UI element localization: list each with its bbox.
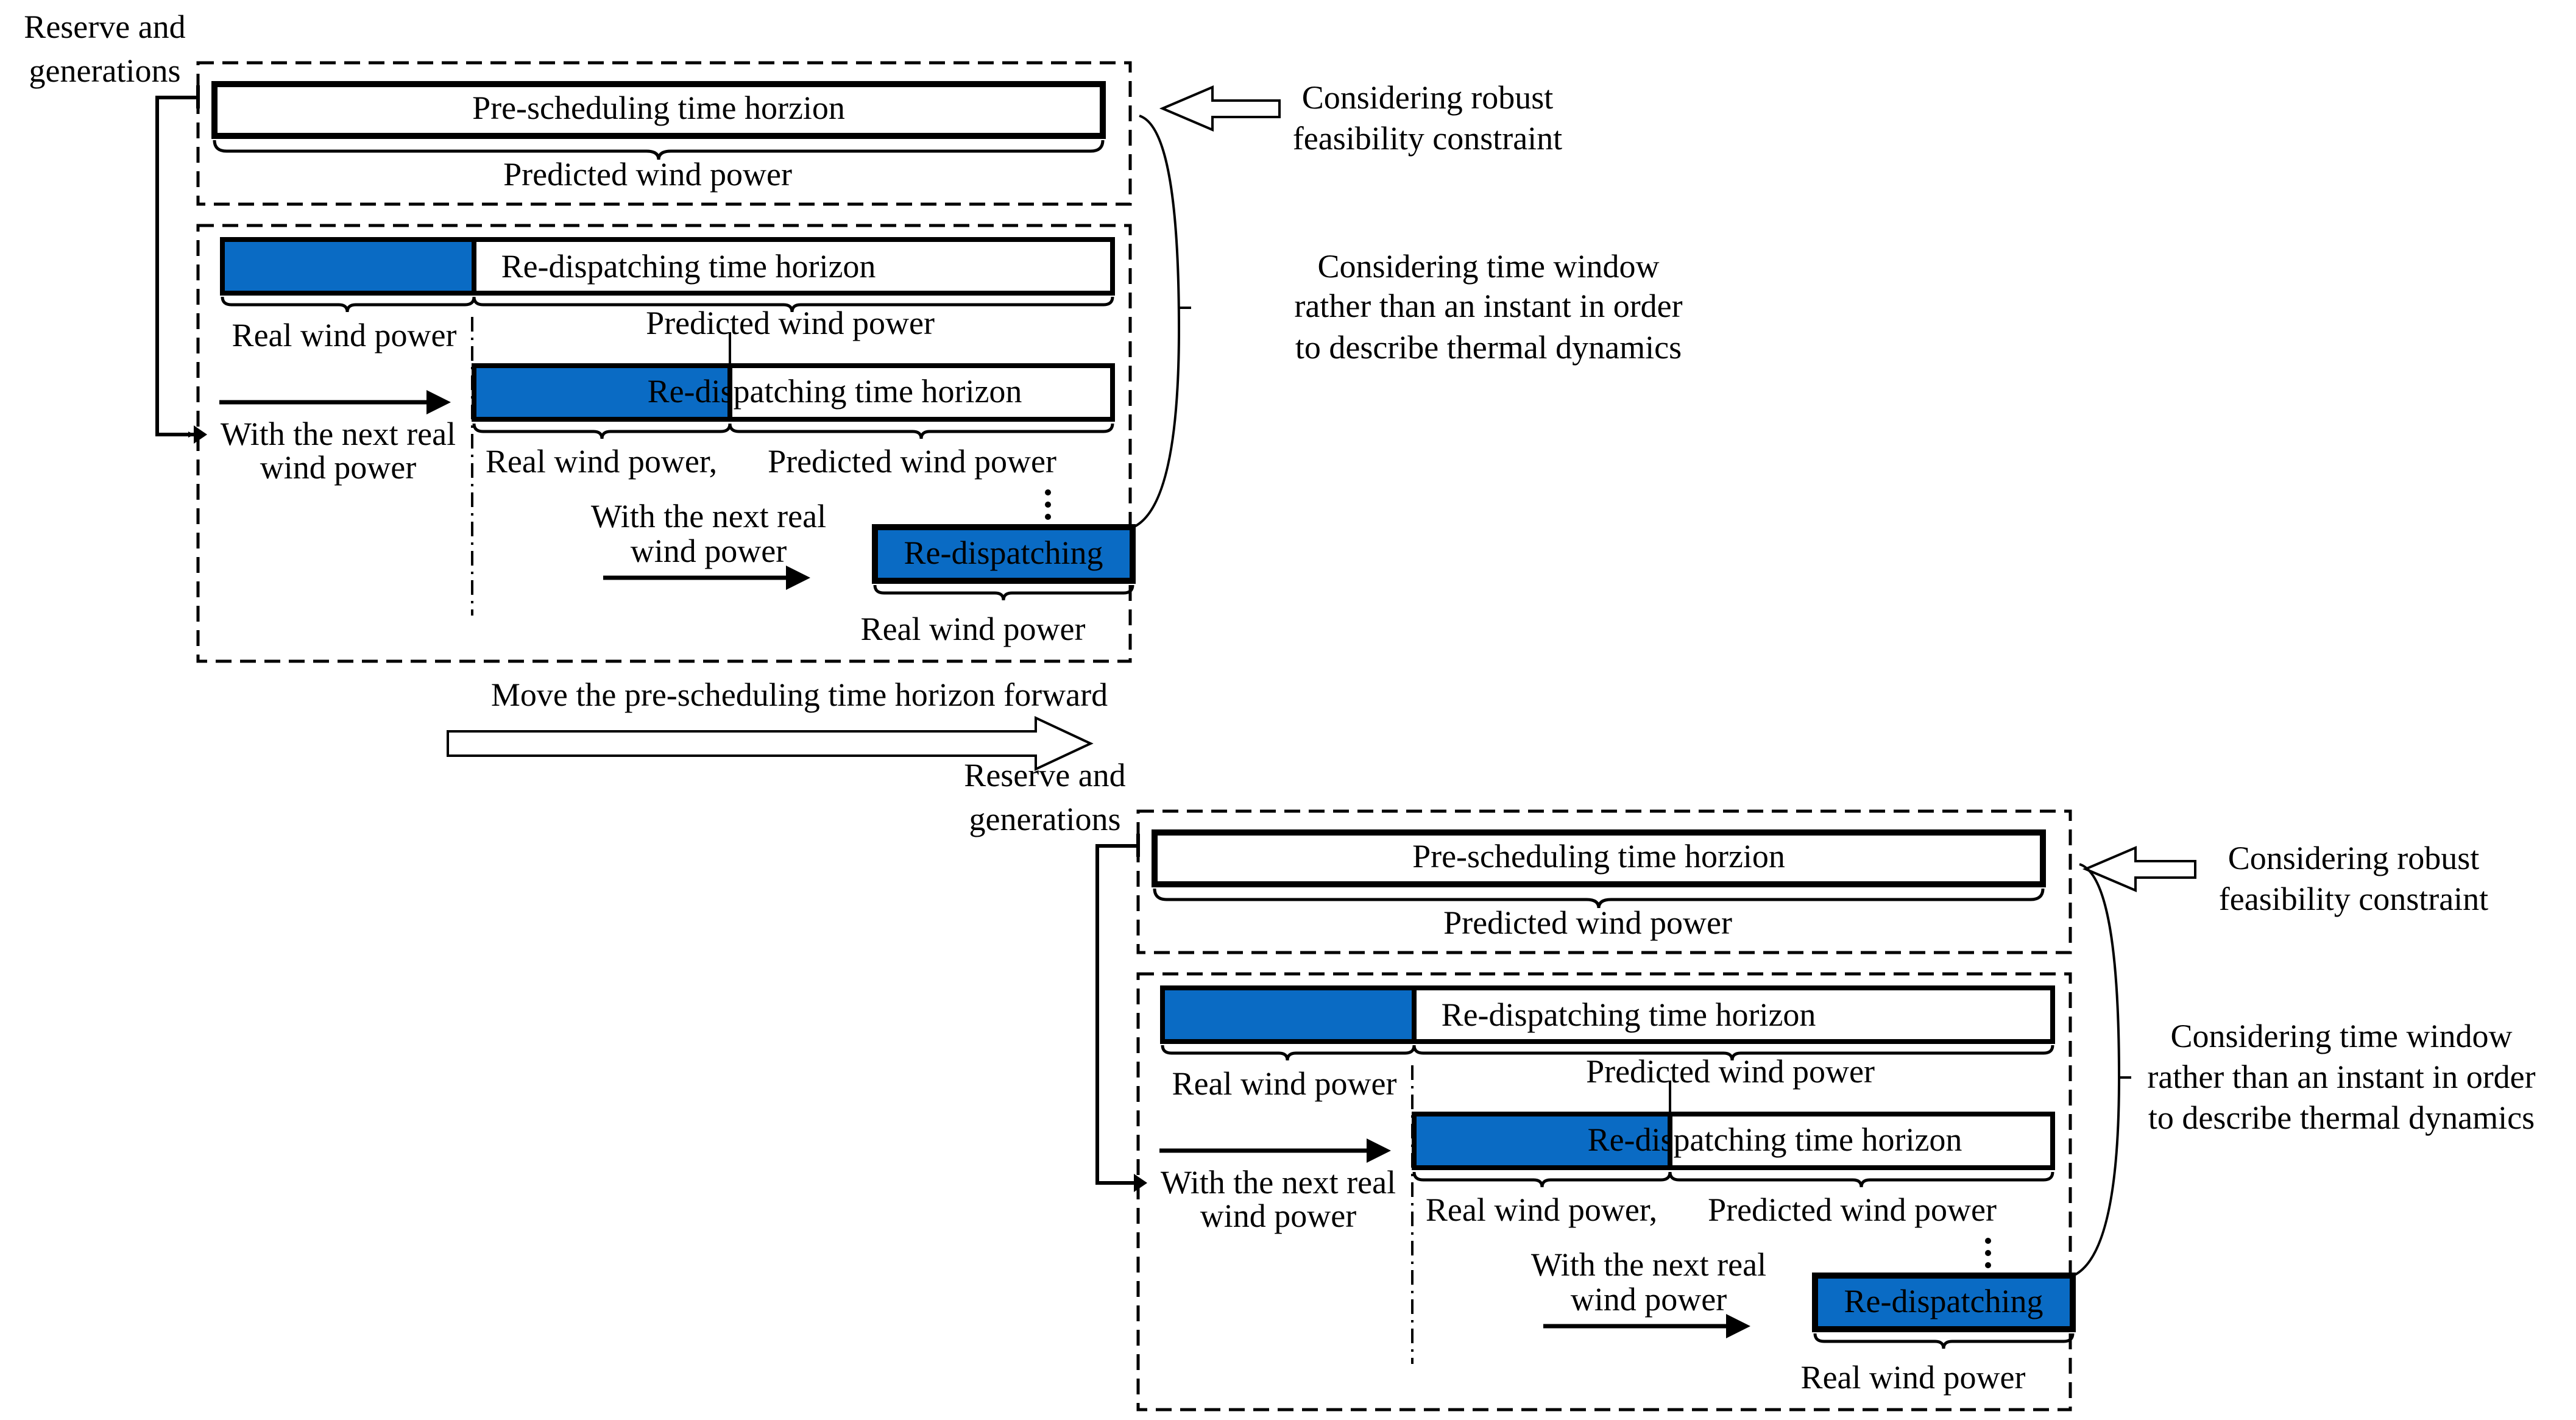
row1-redispatch-bar: [472, 237, 1115, 296]
next-real-1-line1: With the next real: [221, 416, 456, 452]
row1-brace-real: [221, 296, 476, 313]
next-real-2-line2: wind power: [1571, 1281, 1727, 1318]
reserve-label-line2: generations: [969, 801, 1121, 837]
row1-real-fill: [220, 237, 476, 296]
row2-redispatch-bar: [727, 363, 1115, 422]
predicted-wind-label: Predicted wind power: [1443, 904, 1732, 941]
reserve-label-line1: Reserve and: [964, 757, 1125, 793]
predicted-wind-label: Predicted wind power: [503, 156, 792, 193]
pre-scheduling-label: Pre-scheduling time horzion: [1412, 838, 1785, 875]
next-arrow-2-head: [1726, 1314, 1750, 1338]
row3-brace-real: [873, 584, 1134, 601]
row1-redispatch-bar: [1412, 985, 2055, 1044]
row2-redispatch-label: Re-dispatching time horizon: [1588, 1121, 1962, 1158]
row3-redispatch-label: Re-dispatching: [1844, 1283, 2043, 1319]
feedback-line: [1095, 844, 1138, 1185]
row2-redispatch-bar: [1668, 1112, 2055, 1170]
window-label-line1: Considering time window: [2171, 1018, 2513, 1054]
window-label-line1: Considering time window: [1318, 248, 1660, 285]
re-dispatching-dashed-box: [1136, 972, 2072, 1411]
row3-redispatch-bar: [872, 524, 1136, 584]
robust-hollow-arrow: [1159, 85, 1281, 132]
ellipsis-dot-3: [1985, 1262, 1991, 1268]
row1-predicted-label: Predicted wind power: [1586, 1053, 1875, 1090]
move-forward-hollow-arrow: [447, 715, 1094, 772]
row2-predicted-label: Predicted wind power: [768, 443, 1056, 480]
row1-brace-real: [1161, 1045, 1416, 1061]
stage-1: Reserve and generations Pre-scheduling t…: [24, 9, 1683, 663]
window-label-line2: rather than an instant in order: [1294, 288, 1682, 324]
robust-label-line1: Considering robust: [2228, 840, 2480, 876]
reserve-label-line1: Reserve and: [24, 9, 185, 45]
feedback-line: [155, 96, 198, 438]
next-real-1-line2: wind power: [260, 449, 416, 486]
ellipsis-dot-1: [1985, 1238, 1991, 1244]
row1-real-label: Real wind power: [1172, 1065, 1397, 1102]
ellipsis-dot-1: [1045, 489, 1051, 495]
next-real-1-line2: wind power: [1200, 1198, 1356, 1234]
next-arrow-1-head: [426, 390, 451, 414]
next-real-2-line2: wind power: [631, 533, 787, 569]
pre-scheduling-bar: [211, 81, 1106, 139]
pre-scheduling-bar: [1152, 829, 2046, 887]
row3-redispatch-bar: [1812, 1273, 2076, 1332]
feedback-arrowhead: [194, 425, 207, 444]
row2-real-fill: [1412, 1112, 1672, 1170]
move-forward-label: Move the pre-scheduling time horizon for…: [491, 676, 1108, 713]
row1-brace-predicted: [1412, 1045, 2054, 1061]
feedback-arrowhead: [1134, 1174, 1147, 1192]
ellipsis-dot-2: [1045, 502, 1051, 508]
pre-scheduling-dashed-box: [1136, 809, 2072, 954]
row1-redispatch-label: Re-dispatching time horizon: [501, 248, 876, 285]
brace-predicted: [1153, 888, 2045, 909]
row2-brace-real: [1412, 1171, 1672, 1188]
pre-scheduling-label: Pre-scheduling time horzion: [472, 90, 845, 126]
row1-predicted-label: Predicted wind power: [646, 305, 935, 341]
row2-brace-real: [472, 423, 732, 439]
brace-predicted: [213, 140, 1105, 160]
row1-brace-predicted: [472, 296, 1114, 313]
robust-label-line2: feasibility constraint: [1293, 120, 1562, 157]
row2-redispatch-label: Re-dispatching time horizon: [648, 373, 1022, 410]
right-curved-connector: [2073, 863, 2121, 1277]
row2-real-label: Real wind power,: [1426, 1191, 1657, 1228]
row2-brace-predicted: [728, 423, 1114, 439]
row3-brace-real: [1813, 1333, 2075, 1349]
ellipsis-dot-3: [1045, 514, 1051, 520]
robust-hollow-arrow: [2082, 845, 2196, 893]
reserve-label-line2: generations: [29, 52, 181, 89]
row1-real-fill: [1160, 985, 1417, 1044]
robust-label-line1: Considering robust: [1302, 79, 1554, 116]
row2-real-label: Real wind power,: [486, 443, 717, 480]
next-real-1-line1: With the next real: [1161, 1164, 1396, 1201]
next-real-2-line1: With the next real: [591, 498, 826, 534]
next-arrow-2-head: [786, 566, 810, 590]
window-label-line3: to describe thermal dynamics: [1295, 329, 1682, 366]
row1-redispatch-label: Re-dispatching time horizon: [1442, 996, 1816, 1033]
stage-2: Reserve and generations Pre-scheduling t…: [964, 757, 2536, 1411]
re-dispatching-dashed-box: [196, 224, 1132, 663]
row1-real-label: Real wind power: [232, 317, 457, 353]
next-real-2-line1: With the next real: [1531, 1246, 1766, 1283]
window-label-line2: rather than an instant in order: [2147, 1059, 2535, 1095]
row3-redispatch-label: Re-dispatching: [904, 534, 1103, 571]
row2-brace-predicted: [1668, 1171, 2054, 1188]
row3-real-label: Real wind power: [1801, 1359, 2026, 1396]
ellipsis-dot-2: [1985, 1250, 1991, 1256]
robust-label-line2: feasibility constraint: [2219, 881, 2488, 917]
right-curved-connector: [1133, 115, 1181, 528]
pre-scheduling-dashed-box: [196, 61, 1132, 206]
row3-real-label: Real wind power: [861, 611, 1086, 647]
row2-predicted-label: Predicted wind power: [1708, 1191, 1997, 1228]
window-label-line3: to describe thermal dynamics: [2148, 1099, 2535, 1136]
next-arrow-1-head: [1367, 1138, 1391, 1163]
